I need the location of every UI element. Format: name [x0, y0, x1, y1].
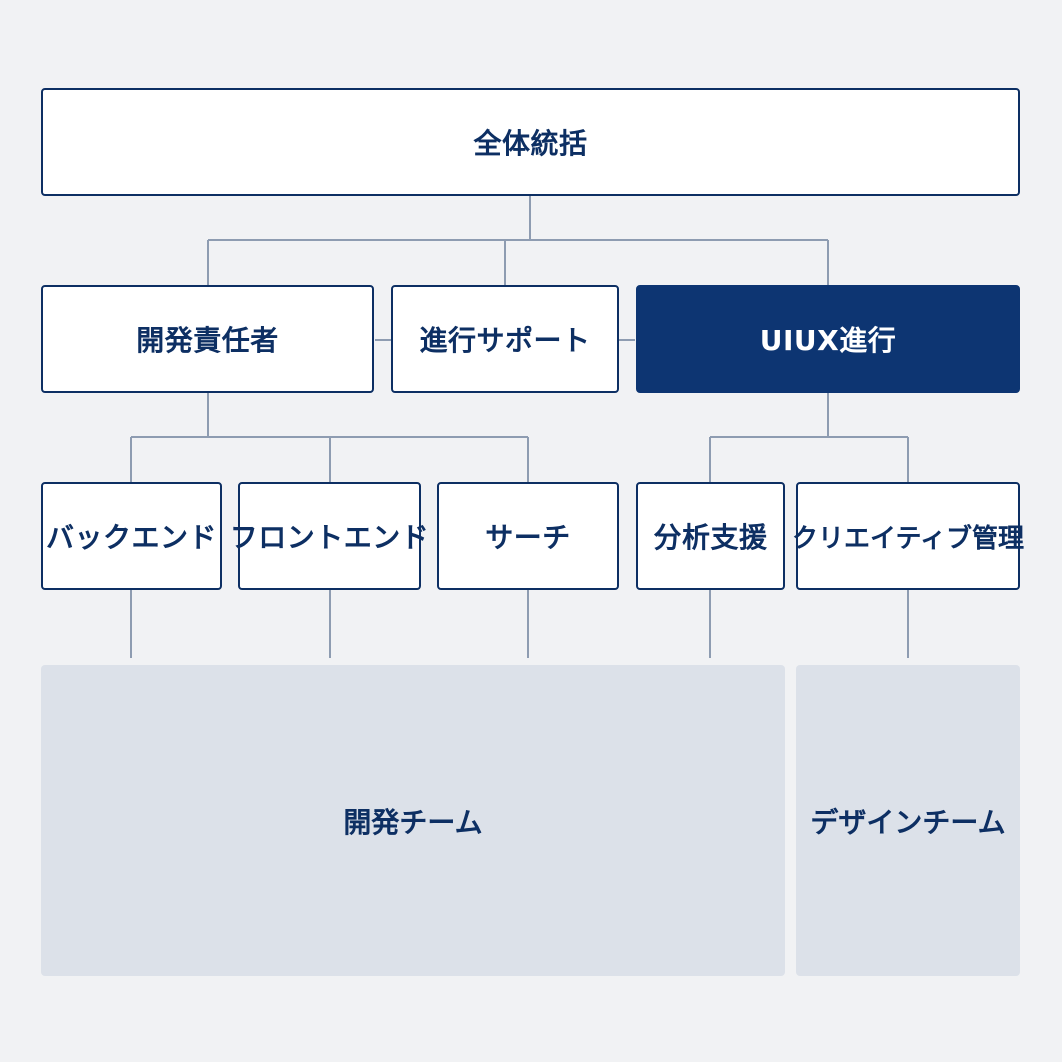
node-dev-lead: 開発責任者 — [41, 285, 374, 393]
node-support: 進行サポート — [391, 285, 619, 393]
node-label: 進行サポート — [419, 324, 591, 357]
node-backend: バックエンド — [41, 482, 222, 590]
node-analysis: 分析支援 — [636, 482, 785, 590]
node-label: 分析支援 — [653, 521, 768, 554]
node-label: バックエンド — [45, 521, 217, 554]
team-design: デザインチーム — [796, 665, 1020, 976]
node-label: UIUX進行 — [759, 324, 897, 357]
node-label: サーチ — [485, 521, 571, 554]
node-creative: クリエイティブ管理 — [792, 482, 1024, 590]
node-label: 全体統括 — [473, 127, 588, 160]
node-label: 開発責任者 — [136, 324, 279, 357]
team-label: 開発チーム — [343, 805, 483, 839]
node-search: サーチ — [437, 482, 619, 590]
team-dev: 開発チーム — [41, 665, 785, 976]
node-top: 全体統括 — [41, 88, 1020, 196]
node-frontend: フロントエンド — [230, 482, 429, 590]
node-uiux: UIUX進行 — [636, 285, 1020, 393]
node-label: フロントエンド — [229, 521, 430, 554]
team-label: デザインチーム — [810, 805, 1006, 839]
node-label: クリエイティブ管理 — [792, 523, 1024, 554]
